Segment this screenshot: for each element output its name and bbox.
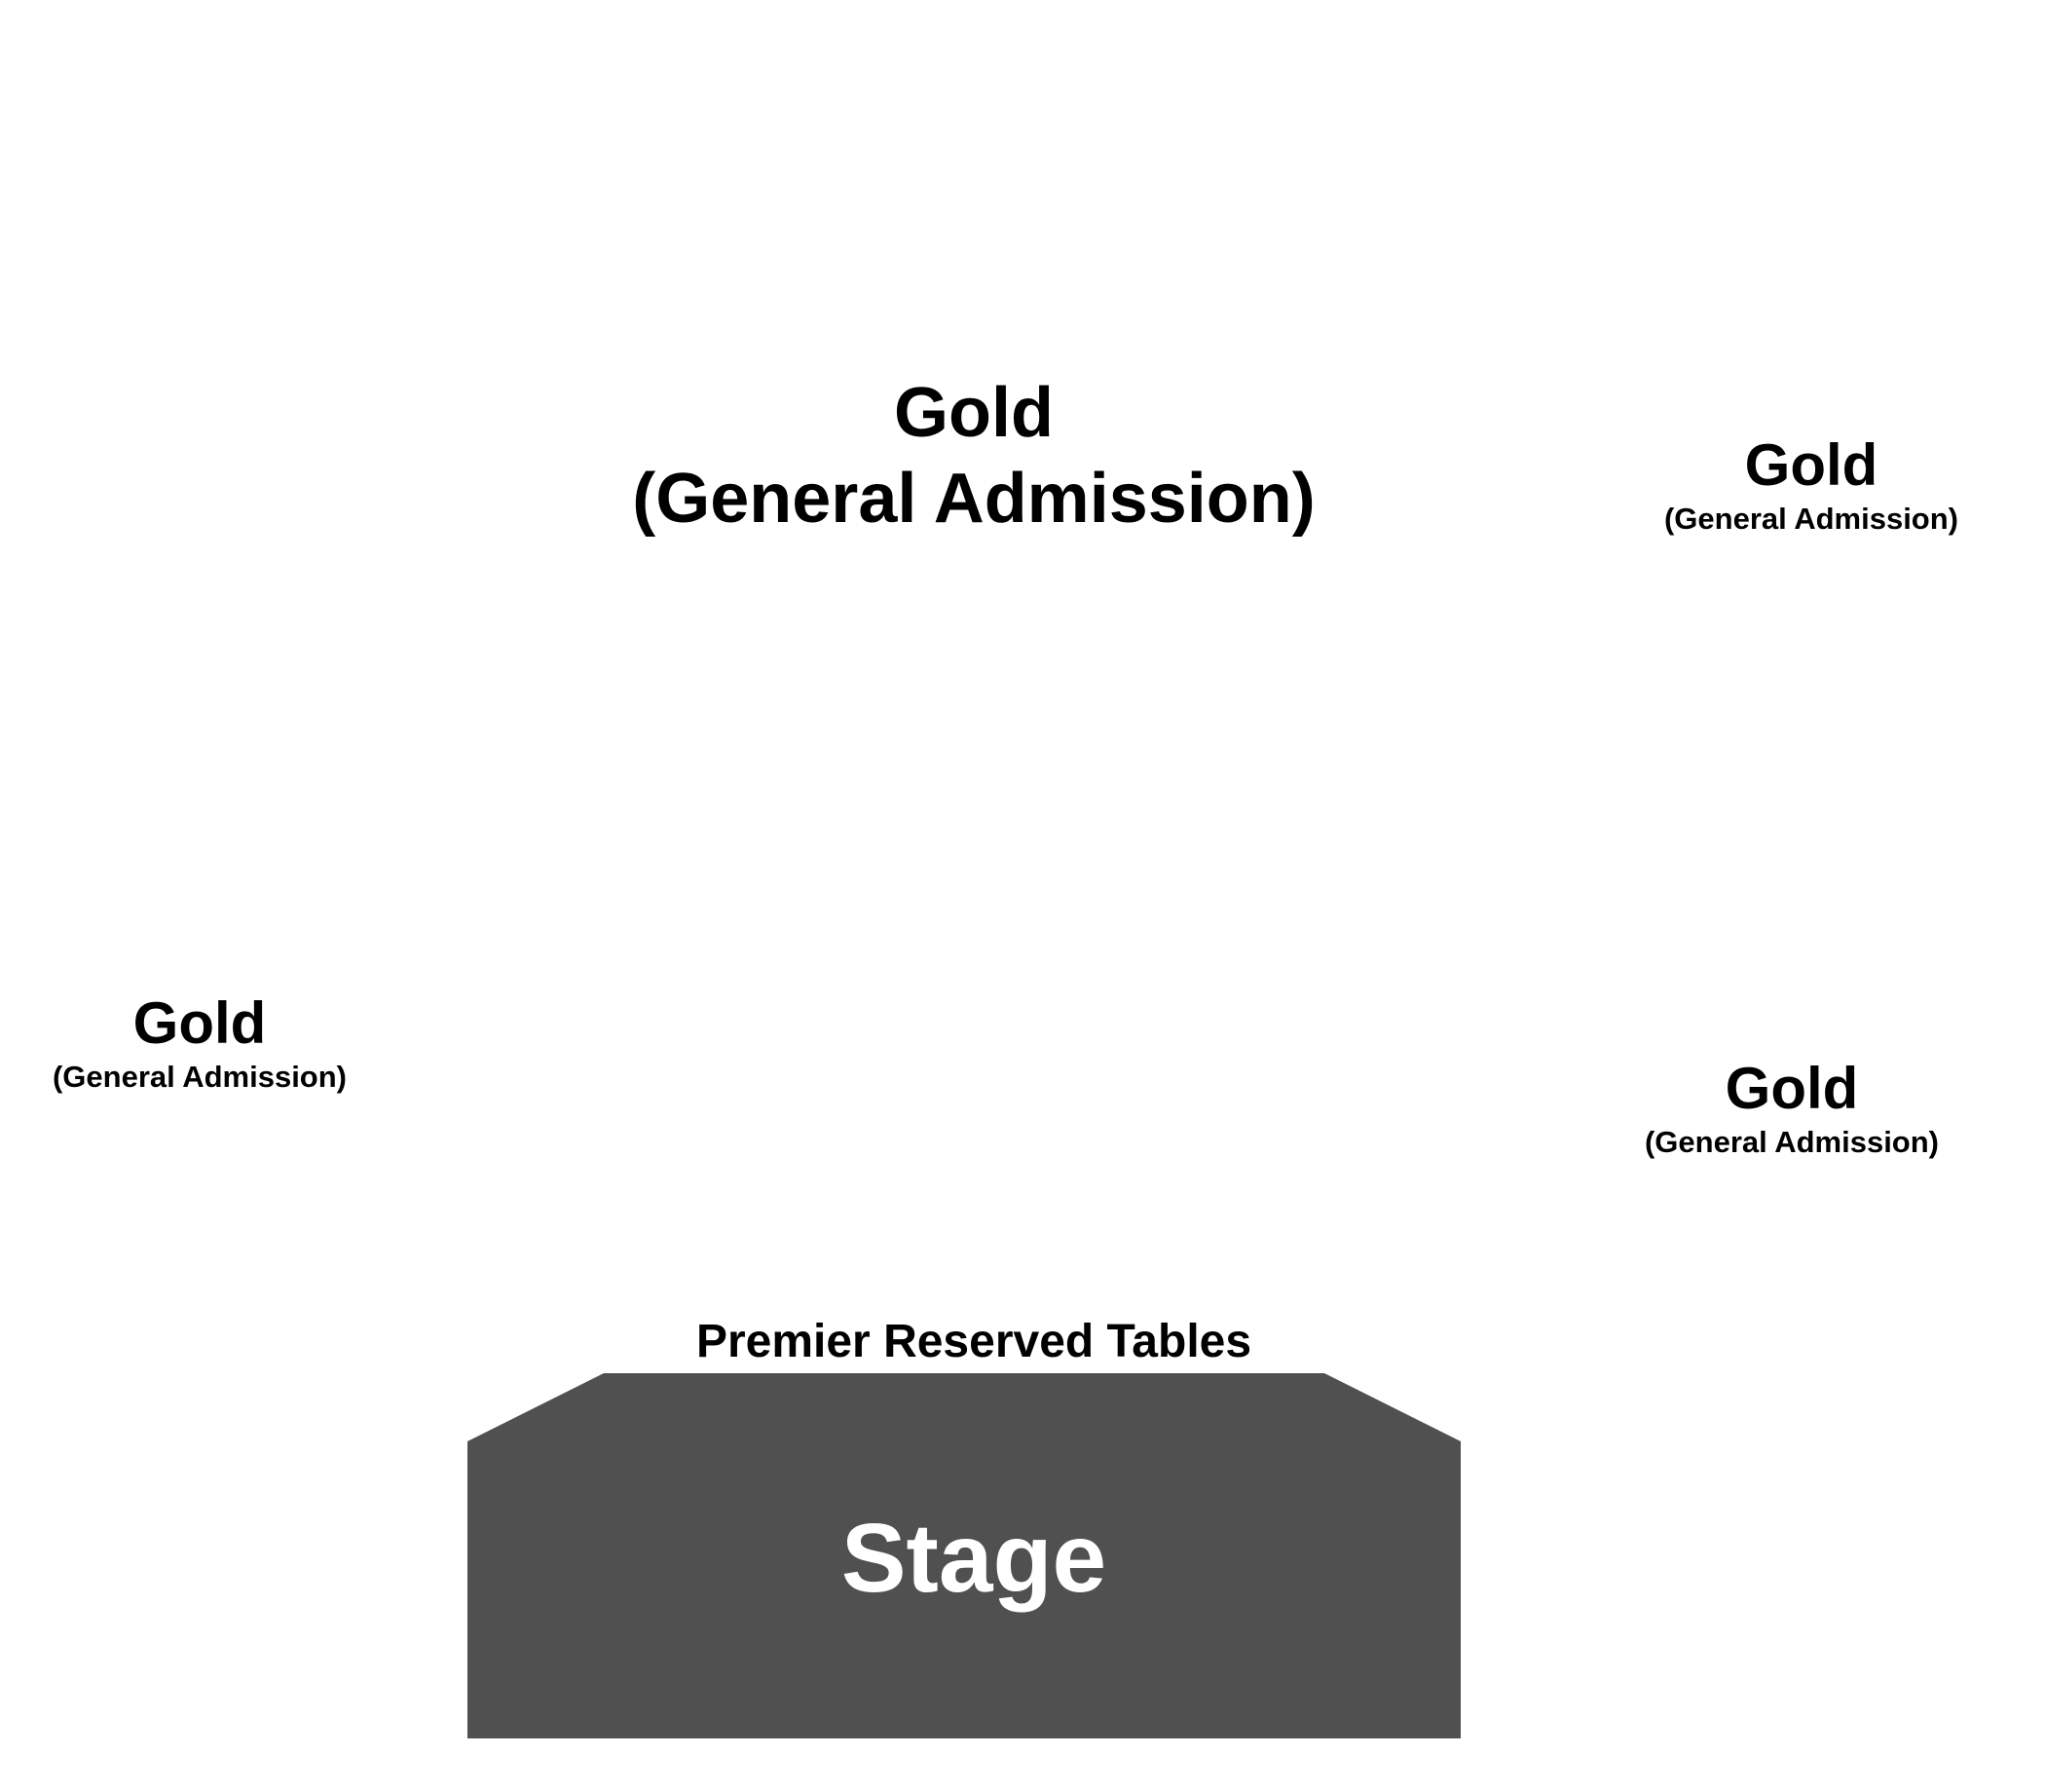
section-type: (General Admission) (52, 1060, 348, 1094)
section-gold-right-upper[interactable]: Gold (General Admission) (1617, 431, 2006, 539)
section-type: (General Admission) (1663, 502, 1959, 536)
section-name: Gold (1744, 432, 1878, 498)
section-name: Gold (1725, 1056, 1859, 1121)
stage-area[interactable] (467, 1373, 1461, 1738)
stage-label: Stage (840, 1504, 1107, 1613)
section-gold-right-lower[interactable]: Gold (General Admission) (1597, 1055, 1987, 1162)
premier-reserved-tables-label[interactable]: Premier Reserved Tables (695, 1316, 1252, 1367)
section-type: (General Admission) (1644, 1125, 1940, 1159)
section-type: (General Admission) (632, 460, 1316, 538)
section-name: Gold (894, 374, 1054, 452)
section-name: Gold (132, 990, 267, 1056)
section-gold-left[interactable]: Gold (General Admission) (0, 989, 399, 1097)
section-gold-top[interactable]: Gold (General Admission) (536, 370, 1412, 541)
